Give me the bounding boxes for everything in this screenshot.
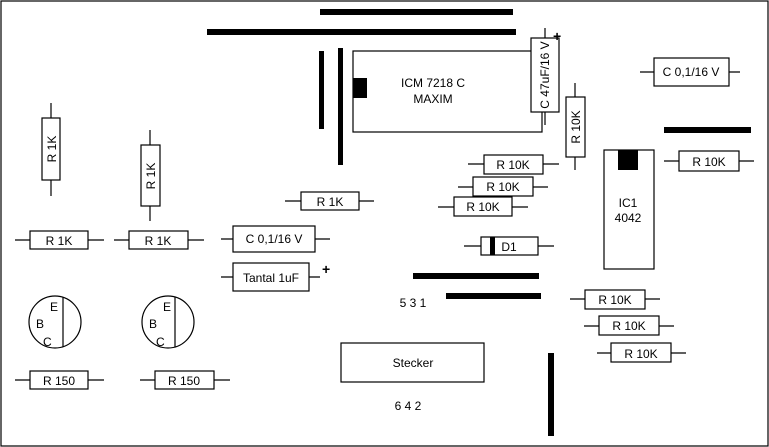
transistor-a: E B C [28, 295, 82, 349]
ic-label-line2: MAXIM [413, 92, 452, 106]
capacitor-label: C 0,1/16 V [663, 65, 720, 79]
resistor-r10k-a: R 10K [468, 154, 559, 175]
resistor-r10k-lower-a: R 10K [570, 289, 660, 310]
resistor-label: R 10K [624, 347, 657, 361]
capacitor-center: C 0,1/16 V [221, 225, 330, 253]
resistor-r1k-center: R 1K [285, 191, 374, 211]
resistor-r1k-vertical-b: R 1K [140, 130, 161, 221]
trace-right [664, 127, 751, 133]
transistor-pin-b: B [149, 317, 157, 331]
trace-middle-2 [446, 293, 541, 299]
resistor-label: R 10K [612, 319, 645, 333]
resistor-r10k-right: R 10K [664, 150, 754, 172]
resistor-label: R 10K [466, 200, 499, 214]
resistor-label: R 10K [692, 155, 725, 169]
resistor-r10k-lower-b: R 10K [584, 315, 674, 336]
resistor-label: R 10K [569, 110, 583, 143]
capacitor-electrolytic: C 47uF/16 V + [530, 28, 561, 125]
resistor-r10k-c: R 10K [438, 196, 528, 217]
resistor-r1k-horizontal-b: R 1K [114, 230, 204, 250]
capacitor-plus-sign: + [553, 28, 561, 44]
trace-middle-1 [413, 273, 539, 279]
resistor-label: R 10K [486, 180, 519, 194]
resistor-label: R 1K [45, 136, 59, 163]
capacitor-label: Tantal 1uF [243, 271, 299, 285]
resistor-r150-b: R 150 [140, 370, 230, 390]
capacitor-label: C 0,1/16 V [246, 232, 303, 246]
resistor-label: R 1K [145, 234, 172, 248]
connector-pins-bottom: 6 4 2 [395, 399, 422, 413]
ic-label-line1: ICM 7218 C [401, 76, 465, 90]
diode-label: D1 [501, 240, 517, 254]
resistor-r1k-vertical-a: R 1K [41, 103, 61, 196]
trace-bottom-vertical [548, 353, 554, 436]
resistor-label: R 150 [43, 374, 75, 388]
trace-vertical-left [319, 51, 324, 129]
transistor-pin-c: C [43, 335, 52, 349]
capacitor-tantal: Tantal 1uF + [221, 261, 330, 292]
resistor-label: R 10K [598, 293, 631, 307]
ic1-notch [618, 150, 638, 170]
resistor-r10k-b: R 10K [458, 176, 548, 197]
transistor-pin-b: B [36, 317, 44, 331]
transistor-pin-e: E [163, 300, 171, 314]
capacitor-top-right: C 0,1/16 V [640, 57, 740, 87]
resistor-label: R 1K [144, 163, 158, 190]
transistor-pin-c: C [156, 335, 165, 349]
ic1-4042: IC1 4042 [603, 149, 655, 270]
ic-icm7218c: ICM 7218 C MAXIM [352, 50, 543, 133]
resistor-label: R 10K [496, 158, 529, 172]
tantal-plus-sign: + [322, 261, 330, 277]
transistor-b: E B C [141, 295, 195, 349]
capacitor-label: C 47uF/16 V [538, 41, 552, 108]
diode-band [490, 237, 495, 255]
resistor-r150-a: R 150 [15, 370, 104, 390]
resistor-r10k-vertical: R 10K [565, 83, 586, 170]
trace-vertical-right [338, 48, 343, 165]
ic-notch [353, 78, 367, 98]
resistor-label: R 1K [317, 195, 344, 209]
resistor-r1k-horizontal-a: R 1K [15, 230, 104, 250]
connector-stecker: Stecker [340, 342, 485, 383]
transistor-pin-e: E [50, 300, 58, 314]
trace-top-1 [320, 9, 513, 15]
connector-label: Stecker [393, 356, 434, 370]
ic1-label-line1: IC1 [619, 196, 638, 210]
connector-pins-top: 5 3 1 [400, 296, 427, 310]
resistor-r10k-lower-c: R 10K [597, 342, 686, 363]
diode-d1: D1 [464, 236, 554, 256]
resistor-label: R 1K [46, 234, 73, 248]
resistor-label: R 150 [168, 374, 200, 388]
trace-top-2 [207, 29, 516, 35]
ic1-label-line2: 4042 [615, 211, 642, 225]
